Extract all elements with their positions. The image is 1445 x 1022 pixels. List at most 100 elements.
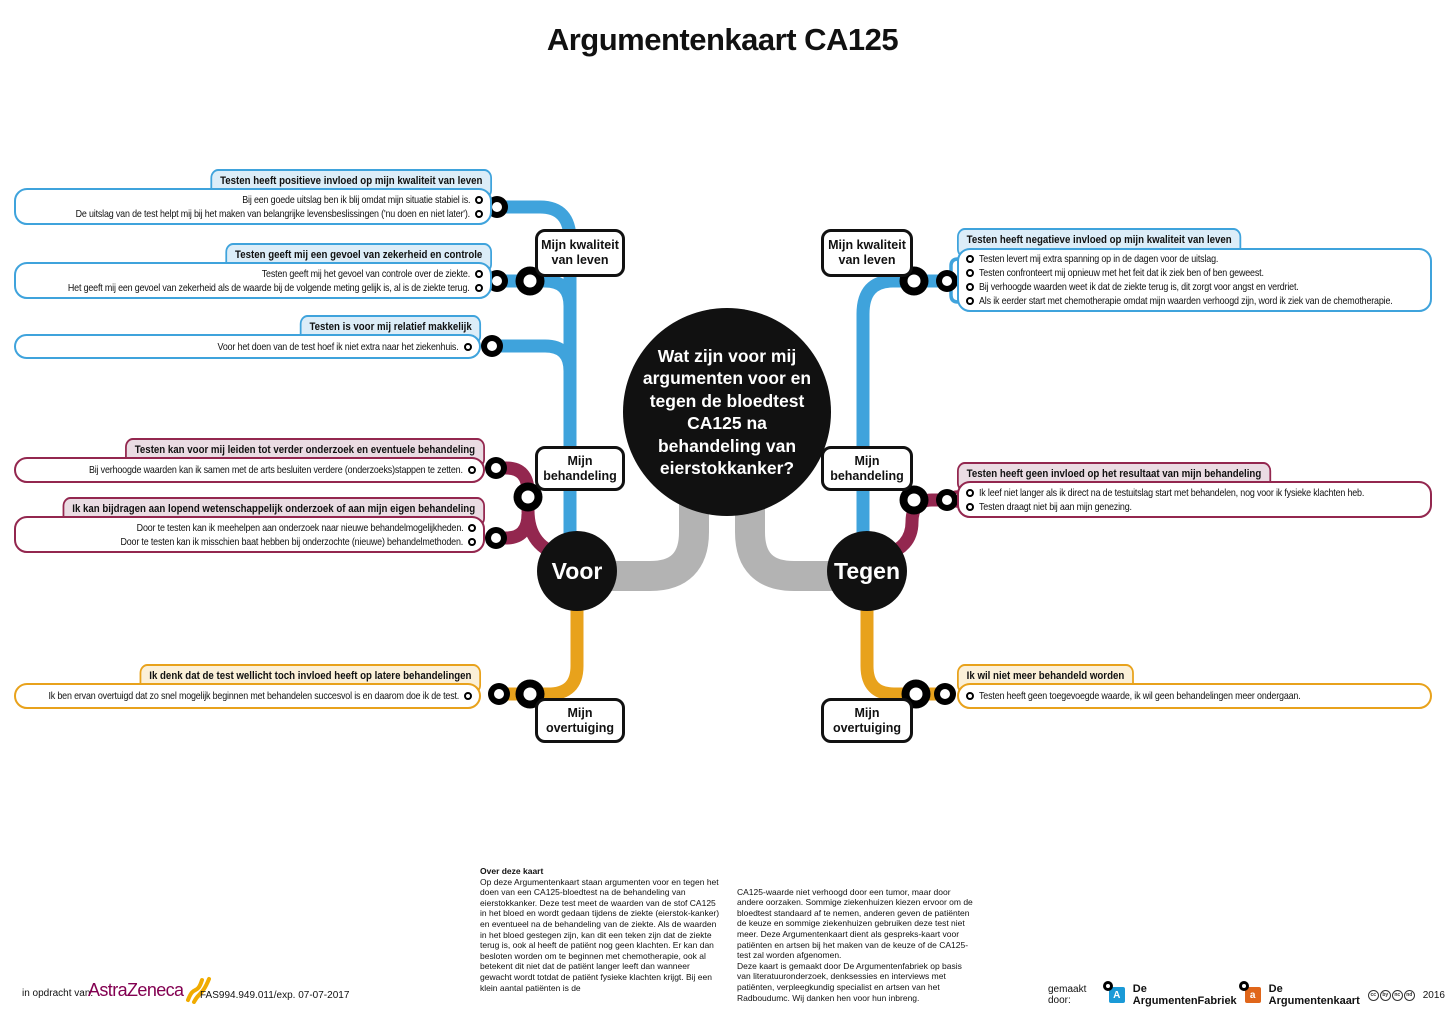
argumentenfabriek-logo-icon: A [1102,981,1125,1003]
branch-label-tegen-kwaliteit: Mijn kwaliteit van leven [821,229,913,277]
about-column-1: Over deze kaart Op deze Argumentenkaart … [480,866,720,993]
logo-letter: a [1249,989,1256,1001]
voor-node: Voor [537,531,617,611]
argument-text: Door te testen kan ik meehelpen aan onde… [136,521,463,534]
argument: Door te testen kan ik meehelpen aan onde… [79,521,476,535]
argument-text: Bij verhoogde waarden kan ik samen met d… [89,464,463,476]
branch-label-voor-kwaliteit: Mijn kwaliteit van leven [535,229,625,277]
bullet-icon [475,283,483,292]
tegen-overtuiging-trunk [860,600,944,701]
header-text: Ik wil niet meer behandeld worden [966,670,1125,682]
argument-group: Bij een goede uitslag ben ik blij omdat … [14,188,492,225]
argument: Bij verhoogde waarden weet ik dat de zie… [966,280,1355,294]
commissioned-by-label: in opdracht van: [22,988,94,999]
about-heading: Over deze kaart [480,866,544,876]
junction-nodes [513,266,931,709]
argument: Testen heeft geen toegevoegde waarde, ik… [966,689,1357,703]
argumentenfabriek-label: De ArgumentenFabriek [1132,983,1237,1007]
argument-text: Testen draagt niet bij aan mijn genezing… [979,500,1132,513]
header-text: Testen heeft positieve invloed op mijn k… [219,175,483,187]
argument: Testen geeft mij het gevoel van controle… [225,267,483,281]
bullet-icon [966,283,974,291]
argumentenkaart-logo-icon: a [1238,981,1261,1003]
made-by-label: gemaakt door: [1048,984,1087,1006]
argument: Als ik eerder start met chemotherapie om… [966,294,1430,308]
branch-label-voor-behandeling: Mijn behandeling [535,446,625,491]
header-text: Ik kan bijdragen aan lopend wetenschappe… [72,503,476,515]
argument-text: Testen confronteert mij opnieuw met het … [979,267,1264,279]
made-by-row: gemaakt door: A De ArgumentenFabriek a D… [1048,981,1445,1007]
argument-group: Testen levert mij extra spanning op in d… [957,248,1432,312]
argument-group: Ik ben ervan overtuigd dat zo snel mogel… [14,683,481,709]
creative-commons-icons: cc by nc nd [1367,989,1415,1001]
argument: Ik leef niet langer als ik direct na de … [966,486,1430,500]
astrazeneca-wordmark: AstraZeneca [88,979,184,1000]
argument-text: Testen geeft mij het gevoel van controle… [261,267,470,280]
branch-label-voor-overtuiging: Mijn overtuiging [535,698,625,743]
reference-code: FAS994.949.011/exp. 07-07-2017 [200,990,350,1001]
voor-kwaliteit-branch-2 [498,274,577,307]
cc-icon: cc [1367,989,1379,1001]
bullet-icon [468,466,476,474]
bullet-icon [966,488,974,497]
astrazeneca-mark-icon [186,977,212,1004]
about-text-2: CA125-waarde niet verhoogd door een tumo… [737,886,973,1003]
argument-text: Het geeft mij een gevoel van zekerheid a… [68,281,470,294]
header-text: Testen kan voor mij leiden tot verder on… [134,444,476,456]
argumentenkaart-label: De Argumentenkaart [1268,983,1360,1007]
bullet-icon [468,523,476,532]
branch-label-tegen-behandeling: Mijn behandeling [821,446,913,491]
voor-overtuiging-trunk [500,600,584,701]
argument-text: De uitslag van de test helpt mij bij het… [75,207,471,220]
argument-group: Testen geeft mij het gevoel van controle… [14,262,492,299]
bullet-icon [966,255,974,263]
year-label: 2016 [1422,989,1445,1001]
cc-nc-icon: nc [1391,989,1403,1001]
bullet-icon [475,209,483,218]
logo-ring-icon [1238,981,1249,991]
argument: Bij verhoogde waarden kan ik samen met d… [23,463,476,477]
page-title: Argumentenkaart CA125 [546,22,899,57]
argument-group: Door te testen kan ik meehelpen aan onde… [14,516,485,553]
branch-label-tegen-overtuiging: Mijn overtuiging [821,698,913,743]
logo-letter: A [1113,989,1121,1001]
argument-group: Testen heeft geen toegevoegde waarde, ik… [957,683,1432,709]
bullet-icon [464,692,472,700]
argument-text: Testen levert mij extra spanning op in d… [979,253,1219,265]
tegen-kwaliteit-trunk [856,274,946,562]
voor-center-connector [582,450,709,591]
astrazeneca-logo: AstraZeneca [88,976,212,1004]
cc-by-icon: by [1379,989,1391,1001]
argument: Testen draagt niet bij aan mijn genezing… [966,500,1159,514]
tegen-node: Tegen [827,531,907,611]
central-question-node: Wat zijn voor mij argumenten voor en teg… [623,308,831,516]
cc-nd-icon: nd [1403,989,1415,1001]
argument-text: Ik leef niet langer als ik direct na de … [979,486,1365,499]
bullet-icon [464,342,472,351]
header-text: Ik denk dat de test wellicht toch invloe… [149,670,472,682]
bullet-icon [966,502,974,511]
argument: De uitslag van de test helpt mij bij het… [16,207,483,221]
argument-text: Als ik eerder start met chemotherapie om… [979,295,1393,307]
argument: Door te testen kan ik misschien baat heb… [60,535,476,549]
argument-text: Bij een goede uitslag ben ik blij omdat … [241,193,470,206]
about-text-1: Op deze Argumentenkaart staan argumenten… [480,876,720,993]
bullet-icon [475,269,483,278]
bullet-icon [966,692,974,700]
argument-text: Bij verhoogde waarden weet ik dat de zie… [979,281,1299,293]
argument: Ik ben ervan overtuigd dat zo snel mogel… [16,689,472,703]
argument-text: Testen heeft geen toegevoegde waarde, ik… [979,690,1301,702]
bullet-icon [475,195,483,204]
box-exit-nodes [481,196,958,705]
argument-group: Ik leef niet langer als ik direct na de … [957,481,1432,518]
about-column-2: CA125-waarde niet verhoogd door een tumo… [737,876,977,1003]
argument: Voor het doen van de test hoef ik niet e… [175,340,472,354]
tegen-center-connector [735,450,862,591]
header-text: Testen is voor mij relatief makkelijk [309,321,472,333]
argument: Bij een goede uitslag ben ik blij omdat … [202,193,483,207]
argument-group: Bij verhoogde waarden kan ik samen met d… [14,457,485,483]
voor-kwaliteit-branch-3 [493,339,577,372]
header-text: Testen geeft mij een gevoel van zekerhei… [235,249,483,261]
logo-ring-icon [1102,981,1113,991]
